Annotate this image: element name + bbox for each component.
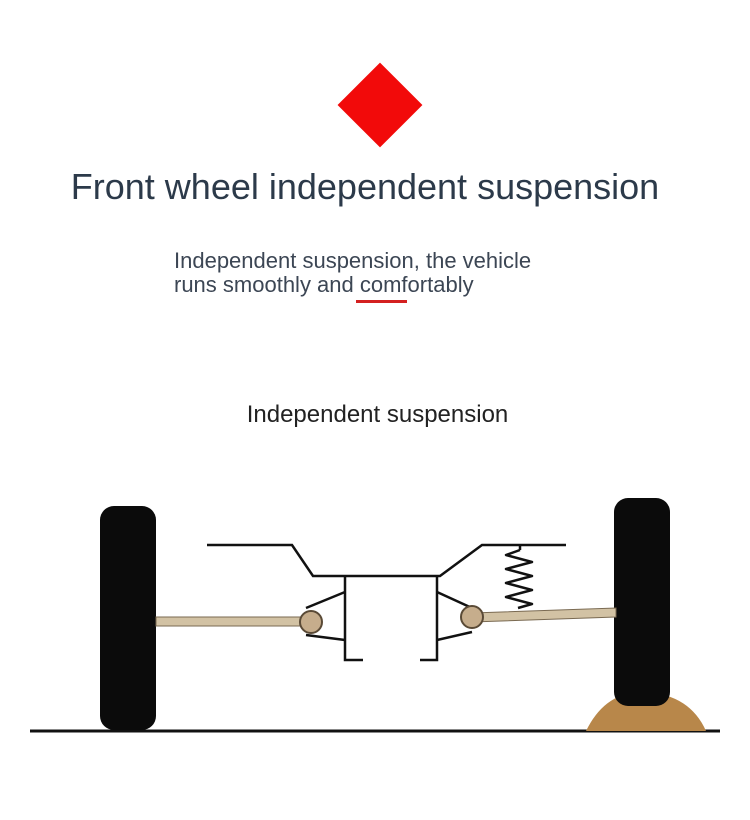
- accent-underline: [356, 300, 407, 303]
- right-tire: [614, 498, 670, 706]
- chassis-frame: [207, 543, 566, 578]
- left-axle-arm: [155, 616, 303, 627]
- subtitle: Independent suspension, the vehicle runs…: [174, 249, 594, 297]
- subtitle-line-2: runs smoothly and comfortably: [174, 272, 474, 297]
- left-pivot-joint: [299, 610, 323, 634]
- coil-spring: [504, 548, 534, 610]
- right-pivot-joint: [460, 605, 484, 629]
- suspension-diagram: [30, 498, 720, 733]
- right-axle-arm: [471, 607, 617, 623]
- red-diamond-icon: [337, 62, 423, 148]
- left-pivot-bracket: [305, 590, 346, 642]
- page-title: Front wheel independent suspension: [70, 166, 660, 207]
- left-tire: [100, 506, 156, 730]
- subtitle-line-1: Independent suspension, the vehicle: [174, 248, 532, 273]
- ground-bump: [586, 691, 706, 731]
- diagram-label: Independent suspension: [246, 401, 509, 428]
- chassis-housing: [343, 576, 439, 662]
- right-pivot-bracket: [436, 590, 473, 642]
